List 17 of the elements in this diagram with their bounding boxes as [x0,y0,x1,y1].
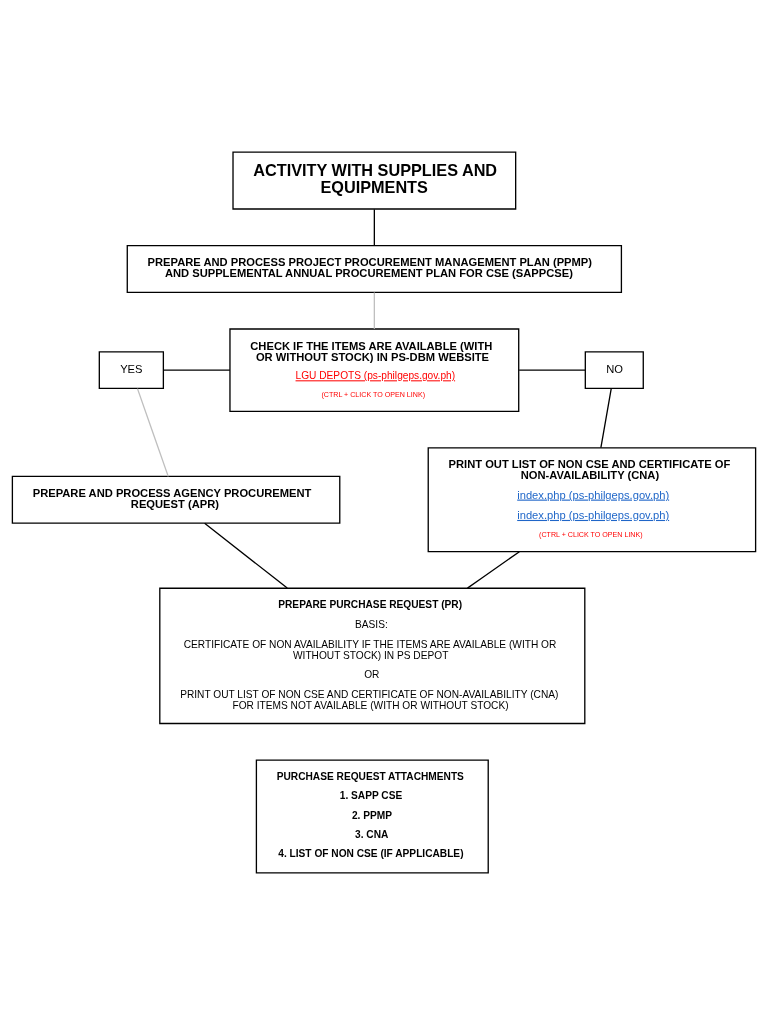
connector [162,369,231,371]
connector [373,208,375,246]
connector [136,387,169,477]
node-box: CHECK IF THE ITEMS ARE AVAILABLE (WITH OR WITHOUT STOCK) IN PS-DBM WEBSITE LGU DEPOTS (ps-philgeps.gov.ph) (CTRL + CLICK TO OPEN LINK) [229,327,520,412]
node-box: PREPARE PURCHASE REQUEST (PR) BASIS: CERTIFICATE OF NON AVAILABILITY IF THE ITEMS ARE AVAILABLE (WITH OR WITHOUT STOCK) IN PS DEPOT OR PRINT OUT LIST OF NON CSE AND CERTIFICATE OF NON-AVAILABILITY (CNA) FOR ITEMS NOT AVAILABLE (WITH OR WITHOUT STOCK) [159,587,586,724]
connector [466,550,521,589]
connector [203,522,288,589]
node-box: ACTIVITY WITH SUPPLIES AND EQUIPMENTS [232,150,517,210]
connector [518,369,586,371]
connector [600,387,612,448]
node-box: PREPARE AND PROCESS PROJECT PROCUREMENT MANAGEMENT PLAN (PPMP) AND SUPPLEMENTAL ANNUAL PROCUREMENT PLAN FOR CSE (SAPPCSE) [126,244,623,293]
node-box: NO [584,350,644,389]
node-box: YES [98,350,165,389]
node-box: PURCHASE REQUEST ATTACHMENTS 1. SAPP CSE 2. PPMP 3. CNA 4. LIST OF NON CSE (IF APPLICABLE) [255,758,489,874]
node-box: PRINT OUT LIST OF NON CSE AND CERTIFICATE OF NON-AVAILABILITY (CNA) index.php (ps-philgeps.gov.ph) index.php (ps-philgeps.gov.ph) (CTRL + CLICK TO OPEN LINK) [427,446,757,552]
node-box: PREPARE AND PROCESS AGENCY PROCUREMENT REQUEST (APR) [11,475,341,524]
connector [373,291,375,329]
